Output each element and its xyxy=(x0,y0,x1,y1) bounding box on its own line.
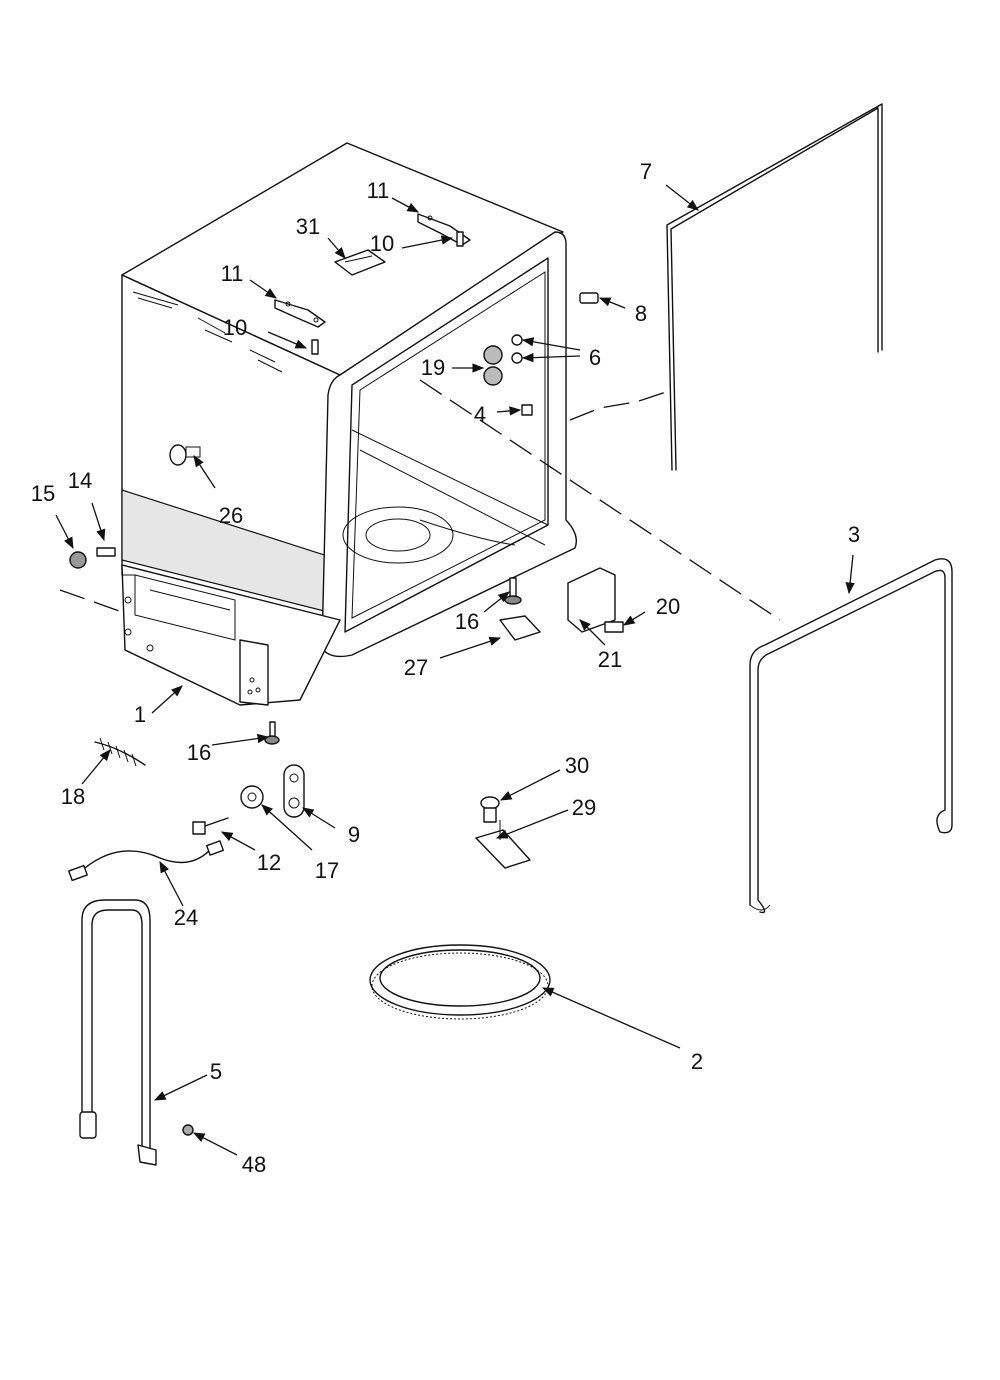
bracket-29 xyxy=(475,820,531,869)
part-label-11: 11 xyxy=(220,261,244,286)
hinge-bracket-11-left xyxy=(274,299,326,328)
part-label-11: 11 xyxy=(366,178,390,203)
thermostat-30 xyxy=(480,796,500,823)
hose-5 xyxy=(79,899,157,1166)
vent-31 xyxy=(334,249,386,276)
part-label-4: 4 xyxy=(473,402,487,427)
door-gasket-7 xyxy=(666,103,883,471)
part-label-16: 16 xyxy=(186,740,212,765)
leg-16-right xyxy=(504,577,522,605)
part-label-20: 20 xyxy=(655,594,681,619)
screw-10-left xyxy=(311,339,319,355)
seal-ring-2 xyxy=(369,944,551,1020)
part-label-19: 19 xyxy=(420,355,446,380)
part-label-12: 12 xyxy=(256,850,282,875)
bracket-21 xyxy=(567,567,616,633)
screw-10-top xyxy=(456,231,464,247)
part-label-14: 14 xyxy=(67,468,93,493)
part-label-7: 7 xyxy=(639,159,653,184)
part-label-6: 6 xyxy=(588,345,602,370)
part-label-10: 10 xyxy=(222,315,248,340)
roller-17 xyxy=(240,785,264,809)
rollers-19 xyxy=(483,345,503,386)
grommet-15 xyxy=(69,551,87,569)
clip-27 xyxy=(499,615,541,641)
part-label-10: 10 xyxy=(369,231,395,256)
screw-20 xyxy=(604,621,624,633)
assembly-guide-lines xyxy=(59,379,781,621)
bolt-14 xyxy=(96,547,116,557)
part-label-31: 31 xyxy=(295,214,321,239)
part-label-5: 5 xyxy=(209,1059,223,1084)
part-label-9: 9 xyxy=(347,822,361,847)
spring-18 xyxy=(94,737,146,767)
leader-arrows xyxy=(55,184,855,1156)
part-label-3: 3 xyxy=(847,522,861,547)
part-label-2: 2 xyxy=(690,1049,704,1074)
clamp-48 xyxy=(182,1124,194,1136)
bolt-12 xyxy=(192,817,229,835)
part-label-26: 26 xyxy=(218,503,244,528)
part-label-16: 16 xyxy=(454,609,480,634)
part-label-21: 21 xyxy=(597,647,623,672)
door-gasket-3 xyxy=(749,558,953,914)
part-label-29: 29 xyxy=(571,795,597,820)
part-label-30: 30 xyxy=(564,753,590,778)
nut-4 xyxy=(521,404,533,416)
wire-24 xyxy=(68,840,224,882)
part-label-48: 48 xyxy=(241,1152,267,1177)
plug-26 xyxy=(169,444,201,466)
leg-16-left xyxy=(264,721,280,745)
part-label-15: 15 xyxy=(30,481,56,506)
part-label-8: 8 xyxy=(634,301,648,326)
part-label-27: 27 xyxy=(403,655,429,680)
part-label-18: 18 xyxy=(60,784,86,809)
part-label-17: 17 xyxy=(314,858,340,883)
part-label-24: 24 xyxy=(173,905,199,930)
bracket-9 xyxy=(283,764,305,818)
part-label-1: 1 xyxy=(133,702,147,727)
screw-8 xyxy=(579,292,599,304)
